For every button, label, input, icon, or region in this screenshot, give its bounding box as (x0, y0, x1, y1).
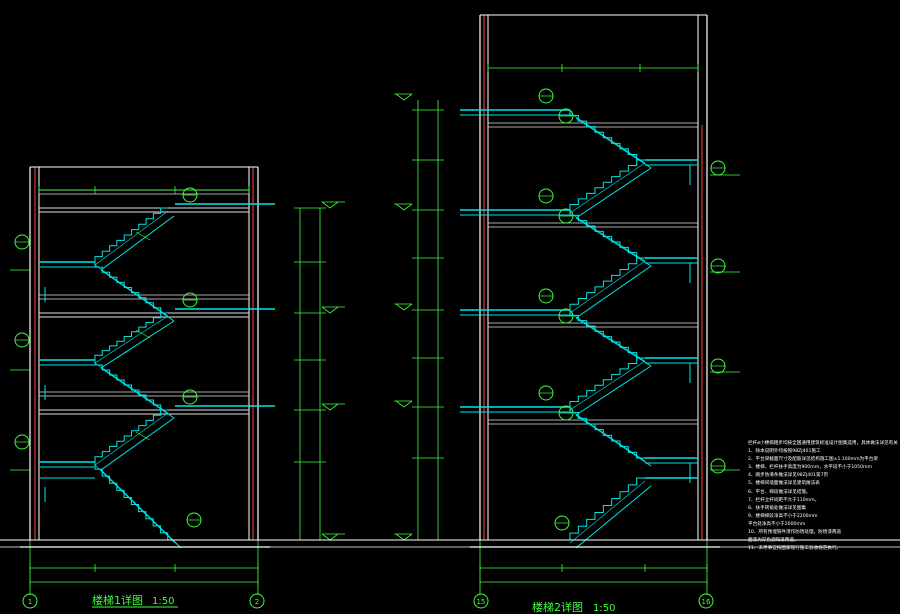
flight-e-inner (94, 412, 169, 466)
stair-1-title: 楼梯1详图 (92, 593, 143, 607)
flight-g-soffit (575, 414, 652, 467)
axis-label-15: 15 (477, 598, 486, 606)
flight-c-inner (569, 212, 646, 262)
general-notes: 栏杆ø小楼梯踏步均按全国通用建筑标准设计图集选用，具体做法详见有关图集 1、除本说… (748, 440, 898, 553)
flight-f-inner (569, 360, 646, 411)
flight-a-inner (94, 210, 169, 266)
flight-c-inner (94, 315, 169, 364)
flight-f-inner (94, 464, 176, 544)
elevation-mark (321, 533, 339, 541)
elevation-mark (395, 303, 413, 311)
flight-e-soffit (575, 317, 652, 367)
note-line: 4、踏步防滑条做法详见98ZJ401第7页 (748, 473, 829, 479)
elevation-mark (321, 403, 339, 411)
flight-a (569, 110, 645, 161)
flight-f (94, 462, 175, 541)
note-line: 2、平台梁截面尺寸及配筋详见结构施工图±1.100mm为平台梁 (748, 457, 878, 463)
flight-b-inner (94, 264, 169, 317)
axis-bubble-15 (473, 593, 489, 609)
flight-h-soffit (575, 485, 652, 549)
axis-label-1: 1 (28, 598, 32, 606)
note-line: 平台处净高不小于2000mm (748, 521, 806, 527)
ground-line (0, 539, 900, 548)
flight-d (94, 360, 168, 411)
elevation-mark (395, 203, 413, 211)
flight-e-inner (569, 312, 646, 362)
axis-bubble-2 (249, 593, 265, 609)
flight-b-inner (569, 162, 646, 214)
axis-label-2: 2 (255, 598, 259, 606)
flight-e (569, 310, 645, 359)
flight-h (569, 477, 645, 540)
axis-label-16: 16 (702, 598, 711, 606)
note-line: 6、平台、梯段做法详见结施。 (748, 489, 811, 495)
elevation-mark (395, 400, 413, 408)
flight-b (94, 262, 168, 314)
elevation-mark (321, 201, 339, 209)
flight-f-soffit (575, 365, 652, 416)
flight-f (569, 357, 645, 407)
note-line: 11、未尽事宜按国家现行施工验收规范执行。 (748, 546, 842, 552)
flight-g-inner (569, 409, 646, 462)
flight-d-inner (569, 260, 646, 314)
axis-bubble-16 (698, 593, 714, 609)
stair-1-scale: 1:50 (152, 596, 174, 607)
axis-bubble-1 (22, 593, 38, 609)
leader-line (135, 231, 151, 241)
note-line: 3、楼梯、栏杆扶手高度为900mm，水平段不小于1050mm (748, 465, 872, 471)
stair-2-title: 楼梯2详图 (532, 600, 583, 614)
stair-1-section (10, 166, 345, 595)
flight-e (94, 409, 168, 462)
stair-2-section (394, 14, 740, 595)
flight-c-soffit (575, 217, 652, 267)
flight-c-soffit (100, 320, 175, 369)
flight-e-soffit (100, 417, 175, 471)
flight-a-inner (569, 112, 646, 164)
flight-d-soffit (575, 265, 652, 319)
flight-b-soffit (575, 167, 652, 219)
stair-2-scale: 1:50 (593, 603, 615, 614)
note-line: 8、扶手转角处做法详见图集 (748, 505, 807, 511)
flight-g (569, 407, 645, 459)
flight-d-inner (94, 362, 169, 414)
note-line: 面漆为深色调和漆两道。 (748, 538, 799, 544)
elevation-mark (395, 93, 413, 101)
note-line: 5、楼梯间墙面做法详见建筑做法表 (748, 481, 820, 487)
elevation-mark (321, 306, 339, 314)
flight-f-soffit (100, 469, 182, 549)
elevation-mark (395, 533, 413, 541)
flight-b (569, 159, 645, 210)
note-line: 7、栏杆立杆间距不大于110mm。 (748, 497, 820, 503)
flight-c (569, 210, 645, 259)
note-line: 10、所有预埋铁件须作防锈处理，防锈漆两道 (748, 530, 842, 536)
flight-c (94, 312, 168, 360)
flight-d (569, 257, 645, 310)
flight-a-soffit (100, 215, 175, 271)
note-line: 1、除本说明外均按照98ZJ401施工 (748, 449, 821, 455)
leader-line (135, 329, 151, 339)
leader-line (135, 431, 151, 441)
note-line: 9、楼梯梯段净高不小于2200mm (748, 513, 818, 519)
note-line: 栏杆ø小楼梯踏步均按全国通用建筑标准设计图集选用，具体做法详见有关图集 (748, 441, 898, 446)
flight-h-inner (569, 480, 646, 544)
flight-a (94, 207, 168, 262)
